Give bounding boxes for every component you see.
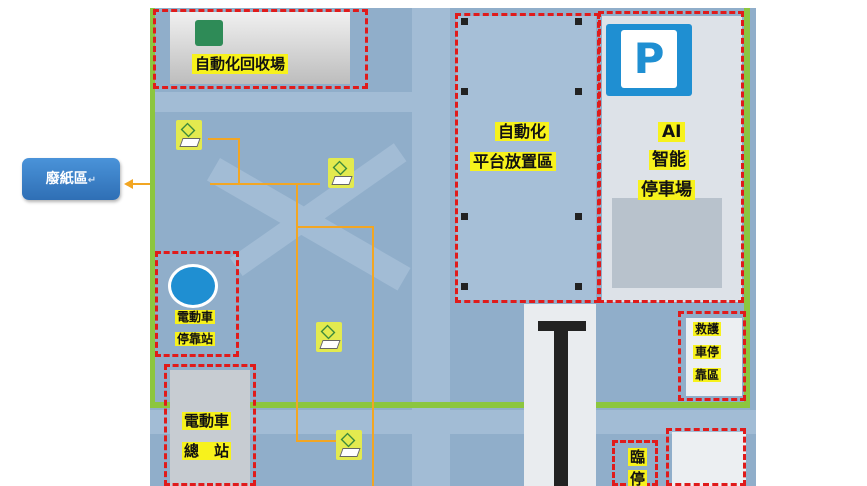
parking-label-line3: 停車場	[638, 180, 695, 201]
recycle-bin-icon[interactable]	[316, 322, 342, 352]
recycle-bin-icon[interactable]	[328, 158, 354, 188]
ev-stop-zone[interactable]	[155, 251, 239, 357]
recycling-zone[interactable]	[153, 9, 368, 89]
parking-p-icon: P	[621, 30, 677, 88]
marker	[575, 18, 582, 25]
platform-label-line2: 平台放置區	[470, 152, 557, 172]
grass-border-right	[744, 8, 750, 408]
runway-t-bar	[538, 321, 586, 331]
grass-border-bottom	[150, 402, 750, 408]
campus-map: 自動化回收場 自動化 平台放置區 P AI 智能 停車場 電動車 停靠站 電動車…	[150, 8, 756, 486]
parking-sign: P	[606, 24, 692, 96]
parking-zone[interactable]	[598, 11, 744, 303]
route-line	[208, 138, 240, 140]
parking-label-line2: 智能	[649, 150, 689, 171]
runway-stem	[554, 328, 568, 486]
building-bottom-right-zone[interactable]	[666, 428, 746, 486]
route-line	[296, 440, 336, 442]
grass-border-left	[150, 8, 155, 408]
bus-icon	[168, 264, 218, 308]
marker	[461, 88, 468, 95]
marker	[575, 283, 582, 290]
return-mark: ↵	[87, 175, 97, 186]
ev-station-label-line2: 總 站	[182, 442, 232, 460]
recycling-bin-icon	[195, 20, 223, 46]
building-bottom-right	[672, 432, 746, 486]
platform-label-line1: 自動化	[495, 122, 550, 142]
recycling-label: 自動化回收場	[192, 54, 289, 74]
ev-station-label-line1: 電動車	[182, 412, 232, 430]
marker	[575, 213, 582, 220]
ev-stop-label-line1: 電動車	[175, 310, 216, 325]
route-line	[372, 226, 374, 486]
parking-lot-floor	[612, 198, 722, 288]
marker	[575, 88, 582, 95]
recycle-bin-icon[interactable]	[336, 430, 362, 460]
temp-parking-label-line1: 臨	[628, 448, 648, 466]
marker	[461, 283, 468, 290]
marker	[461, 213, 468, 220]
ambulance-label-line1: 救護	[693, 322, 722, 337]
paper-zone-label: 廢紙區	[45, 171, 88, 187]
road-horizontal-top	[150, 92, 450, 112]
ambulance-zone[interactable]	[678, 311, 746, 401]
route-line	[296, 226, 372, 228]
route-line	[296, 184, 298, 442]
route-line	[210, 183, 320, 185]
paper-zone-callout[interactable]: 廢紙區↵	[22, 158, 120, 200]
ambulance-label-line3: 靠區	[693, 368, 722, 383]
callout-arrow-head-icon	[124, 179, 133, 189]
parking-label-line1: AI	[658, 122, 686, 143]
temp-parking-label-line2: 停	[628, 470, 648, 486]
road-horizontal-lower	[150, 410, 756, 434]
recycle-bin-icon[interactable]	[176, 120, 202, 150]
ev-station-zone[interactable]	[164, 364, 256, 486]
ambulance-label-line2: 車停	[693, 345, 722, 360]
route-line	[238, 138, 240, 184]
marker	[461, 18, 468, 25]
ev-stop-label-line2: 停靠站	[175, 332, 216, 347]
